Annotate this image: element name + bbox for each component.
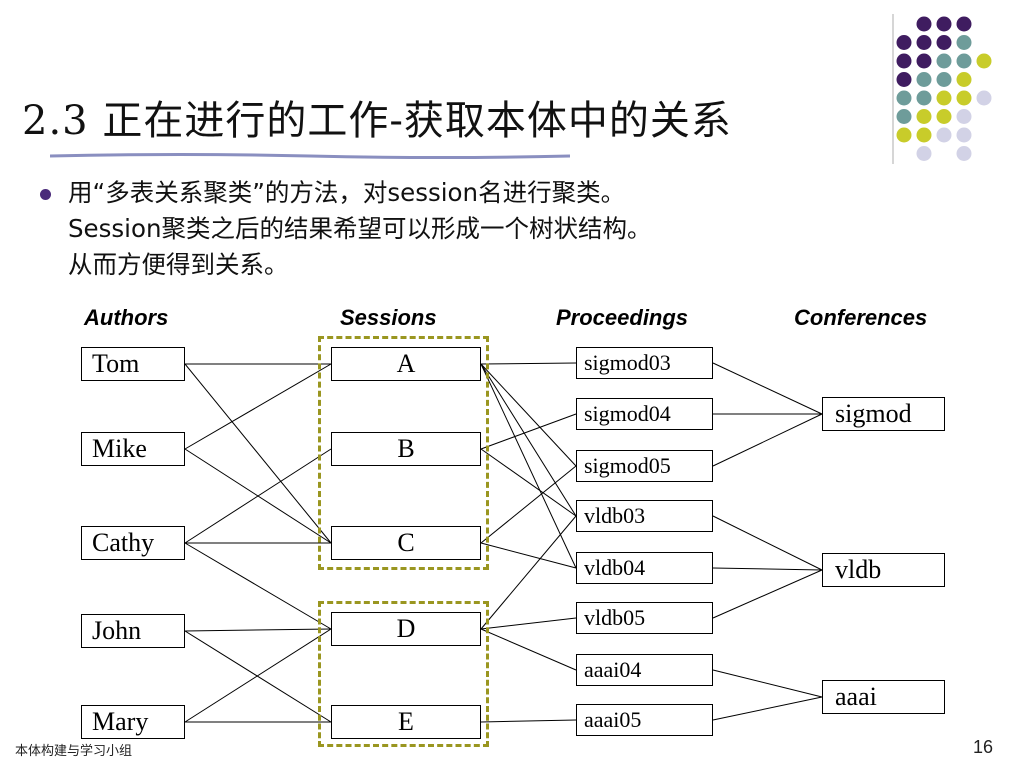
session-proceeding-link [480,363,577,517]
decorative-dot [976,53,992,69]
session-proceeding-link [480,628,577,671]
decorative-dot [956,53,972,69]
decorative-dot [936,53,952,69]
authors-column-header: Authors [84,305,169,330]
conference-node-aaai: aaai [822,680,945,714]
session-proceeding-link [480,719,577,723]
proceeding-node-vldb04: vldb04 [576,552,713,584]
decorative-dot [896,109,912,124]
decorative-dot [896,127,912,143]
session-proceeding-link [480,542,577,569]
title-underline [50,153,570,159]
decorative-dot [936,72,952,87]
decorative-dot [956,16,972,32]
session-node-a: A [331,347,481,381]
author-session-link [184,363,332,450]
decorative-dot [956,35,972,50]
decorative-dot [896,90,912,106]
decorative-dot [916,127,932,143]
proceeding-conference-link [712,413,823,467]
decorative-dot [936,16,952,32]
conferences-column-header: Conferences [794,305,928,330]
author-session-link [184,448,332,544]
session-cluster-box-abc [318,336,489,570]
page-number: 16 [973,737,994,757]
proceedings-column-header: Proceedings [556,305,689,330]
decorative-dot [916,109,932,124]
session-proceeding-link [480,465,577,544]
author-session-link [184,363,332,544]
decorative-dot [956,109,972,124]
decorative-dot-grid [892,14,992,164]
slide-title: 2.3 正在进行的工作-获取本体中的关系 [22,98,732,144]
proceeding-node-vldb05: vldb05 [576,602,713,634]
decorative-dot [956,146,972,161]
author-node-cathy: Cathy [81,526,185,560]
bullet-point: 用“多表关系聚类”的方法，对session名进行聚类。 Session聚类之后的… [40,175,900,283]
decorative-dot [916,72,932,87]
bullet-text: 用“多表关系聚类”的方法，对session名进行聚类。 Session聚类之后的… [68,175,900,283]
decorative-dot [916,90,932,106]
bullet-dot-icon [40,189,51,200]
session-proceeding-link [480,363,577,569]
decorative-dot [896,72,912,87]
sessions-column-header: Sessions [340,305,437,330]
author-node-mary: Mary [81,705,185,739]
proceeding-node-vldb03: vldb03 [576,500,713,532]
bullet-line: 从而方便得到关系。 [68,250,289,279]
proceeding-node-sigmod04: sigmod04 [576,398,713,430]
decorative-dot [936,35,952,50]
proceeding-node-sigmod03: sigmod03 [576,347,713,379]
proceeding-conference-link [712,696,823,721]
session-node-d: D [331,612,481,646]
decorative-dot [936,90,952,106]
proceeding-conference-link [712,362,823,415]
decorative-dot [936,127,952,143]
decorative-dot [916,146,932,161]
author-session-link [184,630,332,723]
session-proceeding-link [480,362,577,365]
session-proceeding-link [480,413,577,450]
decorative-dot [896,53,912,69]
decorative-dot [956,127,972,143]
session-node-e: E [331,705,481,739]
proceeding-node-sigmod05: sigmod05 [576,450,713,482]
decorative-dot [956,72,972,87]
decorative-dot [916,53,932,69]
session-node-c: C [331,526,481,560]
decorative-dot [936,109,952,124]
author-session-link [184,628,332,632]
author-session-link [184,628,332,723]
session-proceeding-link [480,448,577,517]
decorative-dot [956,90,972,106]
footer-text: 本体构建与学习小组 [15,744,133,759]
conference-node-vldb: vldb [822,553,945,587]
author-session-link [184,542,332,630]
proceeding-conference-link [712,567,823,571]
session-proceeding-link [480,617,577,630]
session-node-b: B [331,432,481,466]
bullet-line: 用“多表关系聚类”的方法，对session名进行聚类。 [68,178,626,207]
decorative-dot [896,35,912,50]
decorative-dot [976,90,992,106]
proceeding-node-aaai05: aaai05 [576,704,713,736]
bullet-line: Session聚类之后的结果希望可以形成一个树状结构。 [68,214,652,243]
decorative-dot [916,35,932,50]
proceeding-conference-link [712,515,823,571]
author-node-tom: Tom [81,347,185,381]
conference-node-sigmod: sigmod [822,397,945,431]
proceeding-node-aaai04: aaai04 [576,654,713,686]
session-proceeding-link [480,515,577,630]
session-cluster-box-de [318,601,489,747]
session-proceeding-link [480,363,577,467]
proceeding-conference-link [712,569,823,619]
author-node-mike: Mike [81,432,185,466]
decorative-dot [916,16,932,32]
proceeding-conference-link [712,669,823,698]
author-node-john: John [81,614,185,648]
